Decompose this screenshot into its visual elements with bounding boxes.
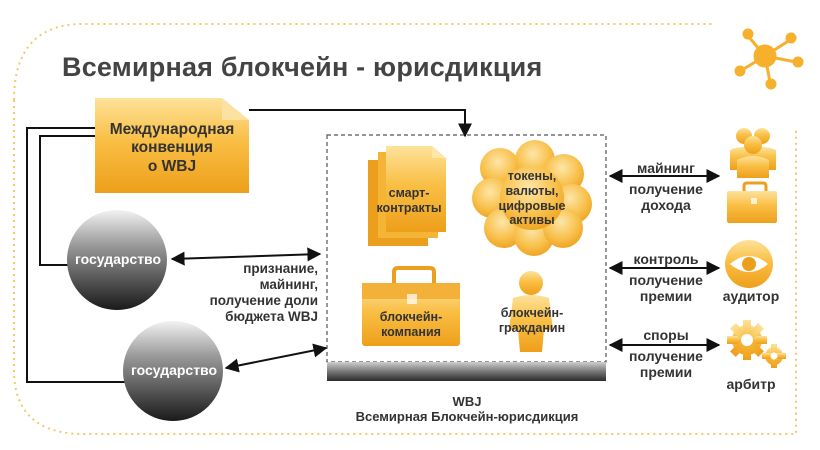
citizen-label: блокчейн- гражданин	[484, 306, 580, 336]
control-line2: получение	[629, 271, 703, 288]
disputes-line1: споры	[643, 327, 689, 343]
state-bottom-label: государство	[130, 362, 218, 378]
person-icon	[509, 271, 553, 352]
briefcase-icon-right	[727, 181, 777, 223]
company-line2: компания	[381, 324, 441, 339]
mining-line1: майнинг	[637, 160, 695, 176]
platform-line2: Всемирная Блокчейн-юрисдикция	[355, 409, 579, 425]
citizen-line1: блокчейн-	[500, 306, 564, 320]
contracts-label: смарт- контракты	[370, 186, 448, 216]
disputes-label: споры получение премии	[614, 327, 718, 381]
tokens-line1: токены,	[507, 169, 557, 183]
arbiter-label: арбитр	[726, 376, 776, 392]
control-line1: контроль	[633, 251, 699, 267]
convention-line2: конвенция	[131, 139, 213, 157]
arrows	[170, 169, 721, 373]
tokens-label: токены, валюты, цифровые активы	[482, 169, 582, 228]
wbj-platform-bar	[327, 362, 606, 381]
platform-line1: WBJ	[452, 394, 482, 409]
outer-dotted-frame-bottom	[13, 100, 797, 435]
people-group-icon	[730, 128, 776, 178]
company-label: блокчейн- компания	[362, 310, 460, 340]
mining-line3: дохода	[641, 197, 691, 214]
state-link-line3: получение доли	[209, 292, 318, 308]
network-icon	[734, 28, 804, 90]
contracts-line1: смарт-	[388, 186, 430, 200]
state-link-line2: майнинг,	[259, 276, 318, 292]
convention-line3: о WBJ	[147, 157, 197, 175]
control-line3: премии	[639, 288, 693, 305]
state-top-label: государство	[74, 251, 162, 267]
auditor-label: аудитор	[722, 288, 780, 304]
coins-cluster-icon	[472, 140, 592, 256]
page-title: Всемирная блокчейн - юрисдикция	[62, 52, 543, 82]
tokens-line3: цифровые	[498, 198, 566, 213]
mining-label: майнинг получение дохода	[614, 160, 718, 214]
control-label: контроль получение премии	[614, 251, 718, 305]
state-circle-bottom	[123, 321, 223, 421]
convention-document-icon	[95, 98, 249, 193]
tokens-line4: активы	[509, 213, 555, 228]
contracts-line2: контракты	[376, 200, 442, 215]
state-circle-top	[67, 210, 167, 310]
citizen-line2: гражданин	[498, 320, 566, 335]
mining-line2: получение	[629, 180, 703, 197]
disputes-line3: премии	[639, 364, 693, 381]
left-connectors	[26, 109, 472, 383]
documents-icon	[368, 146, 446, 246]
briefcase-icon	[362, 266, 460, 346]
tokens-line2: валюты,	[505, 183, 559, 198]
convention-label: Международная конвенция о WBJ	[95, 121, 249, 176]
state-link-line4: бюджета WBJ	[225, 308, 318, 324]
company-line1: блокчейн-	[379, 310, 443, 324]
outer-dotted-frame	[13, 23, 712, 101]
gears-icon	[727, 320, 786, 368]
state-link-line1: признание,	[243, 261, 318, 276]
platform-label: WBJ Всемирная Блокчейн-юрисдикция	[316, 394, 618, 425]
convention-line1: Международная	[109, 121, 235, 138]
disputes-line2: получение	[629, 347, 703, 364]
state-link-label: признание, майнинг, получение доли бюдже…	[176, 261, 318, 325]
eye-icon	[725, 240, 773, 288]
